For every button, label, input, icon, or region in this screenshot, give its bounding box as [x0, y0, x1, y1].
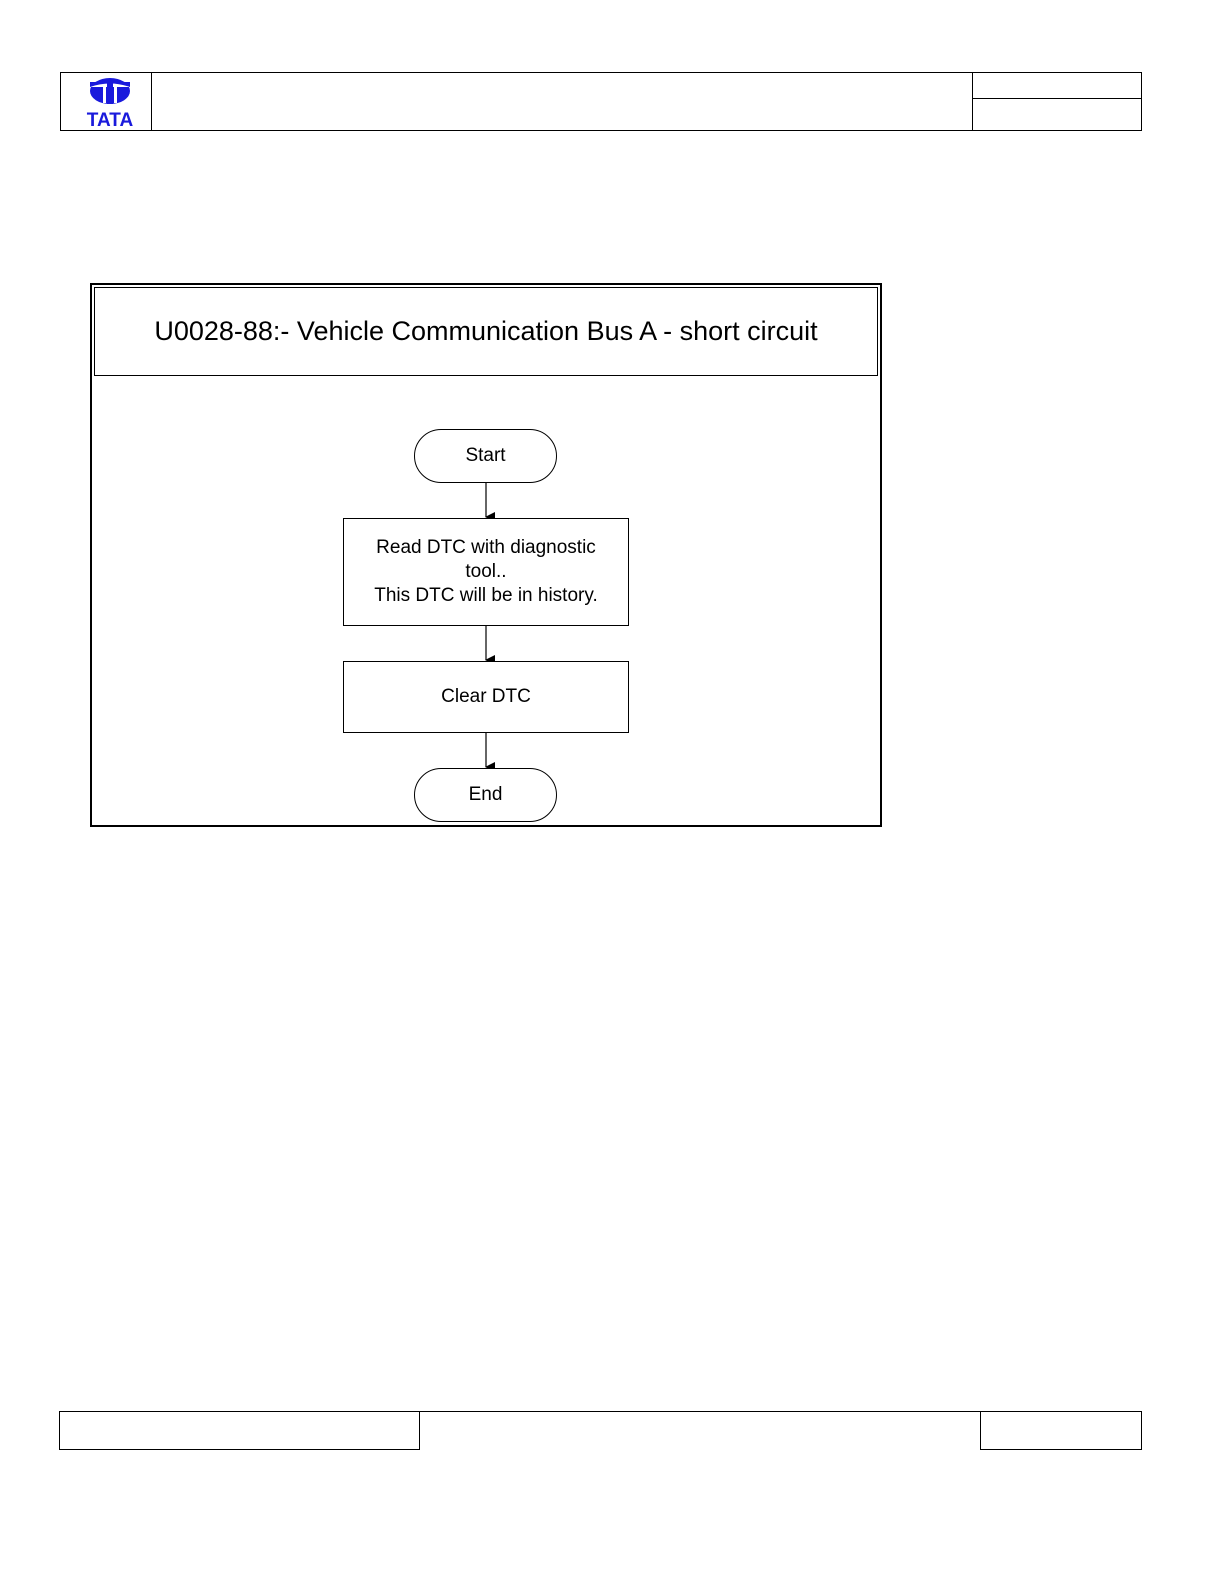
footer-left-cell — [59, 1411, 420, 1450]
flow-node-end: End — [414, 768, 557, 822]
flow-node-clear-dtc: Clear DTC — [343, 661, 629, 733]
footer-divider-line — [420, 1411, 981, 1412]
tata-emblem-icon — [90, 78, 130, 104]
flowchart-frame — [90, 283, 882, 827]
header-logo-cell — [60, 72, 152, 131]
header-info-divider — [972, 98, 1142, 99]
tata-logo: TATA — [87, 78, 134, 130]
flowchart-title: U0028-88:- Vehicle Communication Bus A -… — [94, 287, 878, 376]
footer-right-cell — [980, 1411, 1142, 1450]
flow-node-read-dtc: Read DTC with diagnostic tool.. This DTC… — [343, 518, 629, 626]
header-table — [60, 72, 1142, 131]
header-info-cell — [972, 72, 1142, 131]
tata-logo-text: TATA — [87, 110, 134, 130]
flow-node-start: Start — [414, 429, 557, 483]
